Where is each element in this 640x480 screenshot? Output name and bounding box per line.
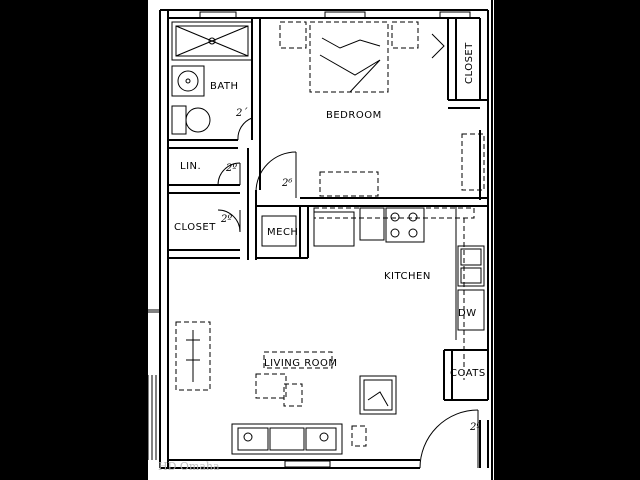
- watermark: HD Omaha: [158, 460, 220, 473]
- kitchen-label: KITCHEN: [384, 271, 431, 282]
- mech-room: [256, 205, 309, 259]
- left-closet-door-size: 2º: [220, 214, 232, 225]
- linen-closet: [168, 148, 257, 260]
- kitchen-area: [313, 206, 485, 380]
- living-room-area: [175, 321, 397, 455]
- exterior-ticks: [146, 309, 160, 460]
- bedroom-door-size: 2⁶: [281, 178, 292, 189]
- bath-area: [168, 18, 261, 190]
- dishwasher-label: DW: [458, 308, 477, 319]
- linen-label: LIN.: [180, 161, 201, 172]
- linen-door-size: 2º: [225, 163, 237, 174]
- bath-door-size: 2´: [235, 108, 248, 119]
- mech-label: MECH: [267, 227, 298, 238]
- living-room-label: LIVING ROOM: [264, 358, 338, 369]
- entry-door-size: 2º: [469, 422, 481, 433]
- left-closet: [168, 209, 241, 259]
- exterior-walls: [159, 9, 489, 469]
- coats-closet: [419, 349, 488, 469]
- plan-sheet: [148, 0, 494, 480]
- bedroom-label: BEDROOM: [326, 110, 382, 121]
- bath-label: BATH: [210, 81, 239, 92]
- window-bottom: [284, 460, 331, 468]
- bedroom-area: [255, 18, 488, 207]
- coats-label: COATS: [450, 368, 486, 379]
- right-closet-label: CLOSET: [464, 42, 475, 84]
- left-closet-label: CLOSET: [174, 222, 216, 233]
